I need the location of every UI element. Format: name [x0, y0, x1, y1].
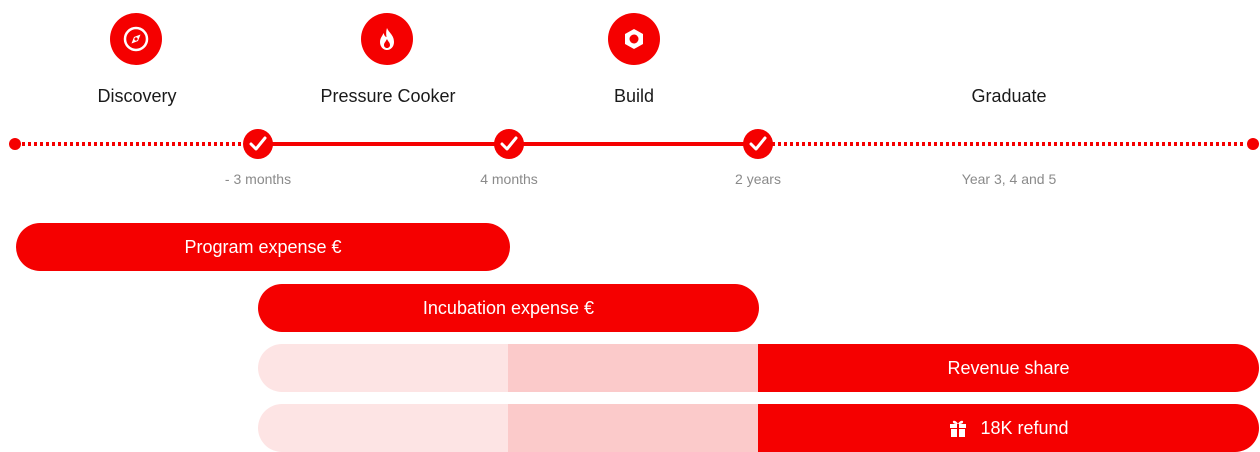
- discovery-phase-icon: [110, 13, 162, 65]
- phase-label-pressure-cooker: Pressure Cooker: [320, 86, 456, 106]
- program-expense-bar: Program expense €: [16, 223, 510, 271]
- revenue-share-label: Revenue share: [947, 357, 1070, 378]
- phase-label-build: Build: [613, 86, 655, 106]
- refund-mid-segment: [508, 404, 758, 452]
- refund-active-segment: 18K refund: [758, 404, 1259, 452]
- check-icon: [249, 136, 267, 151]
- incubation-expense-bar: Incubation expense €: [258, 284, 759, 332]
- revenue-share-active-segment: Revenue share: [758, 344, 1259, 392]
- phase-label-graduate: Graduate: [971, 86, 1047, 106]
- milestone-label-2: 4 months: [480, 171, 538, 187]
- fire-icon: [380, 28, 394, 50]
- phase-label-discovery: Discovery: [97, 86, 177, 106]
- check-icon: [749, 136, 767, 151]
- milestone-check-3: [743, 129, 773, 159]
- milestone-label-1: - 3 months: [224, 171, 292, 187]
- milestone-check-1: [243, 129, 273, 159]
- pressure-cooker-phase-icon: [361, 13, 413, 65]
- timeline-end-dot: [1247, 138, 1259, 150]
- program-expense-label: Program expense €: [184, 236, 342, 257]
- gift-icon: [950, 420, 967, 437]
- compass-icon: [123, 26, 149, 52]
- incubation-expense-label: Incubation expense €: [422, 297, 595, 318]
- refund-bar: 18K refund: [258, 404, 1259, 452]
- revenue-share-mid-segment: [508, 344, 758, 392]
- milestone-label-3: 2 years: [735, 171, 781, 187]
- revenue-share-bar: Revenue share: [258, 344, 1259, 392]
- milestone-check-2: [494, 129, 524, 159]
- build-phase-icon: [608, 13, 660, 65]
- hexagon-nut-icon: [625, 29, 643, 49]
- check-icon: [500, 136, 518, 151]
- timeline: [9, 129, 1259, 159]
- timeline-start-dot: [9, 138, 21, 150]
- timeline-end-label: Year 3, 4 and 5: [961, 171, 1057, 187]
- refund-label: 18K refund: [980, 417, 1069, 438]
